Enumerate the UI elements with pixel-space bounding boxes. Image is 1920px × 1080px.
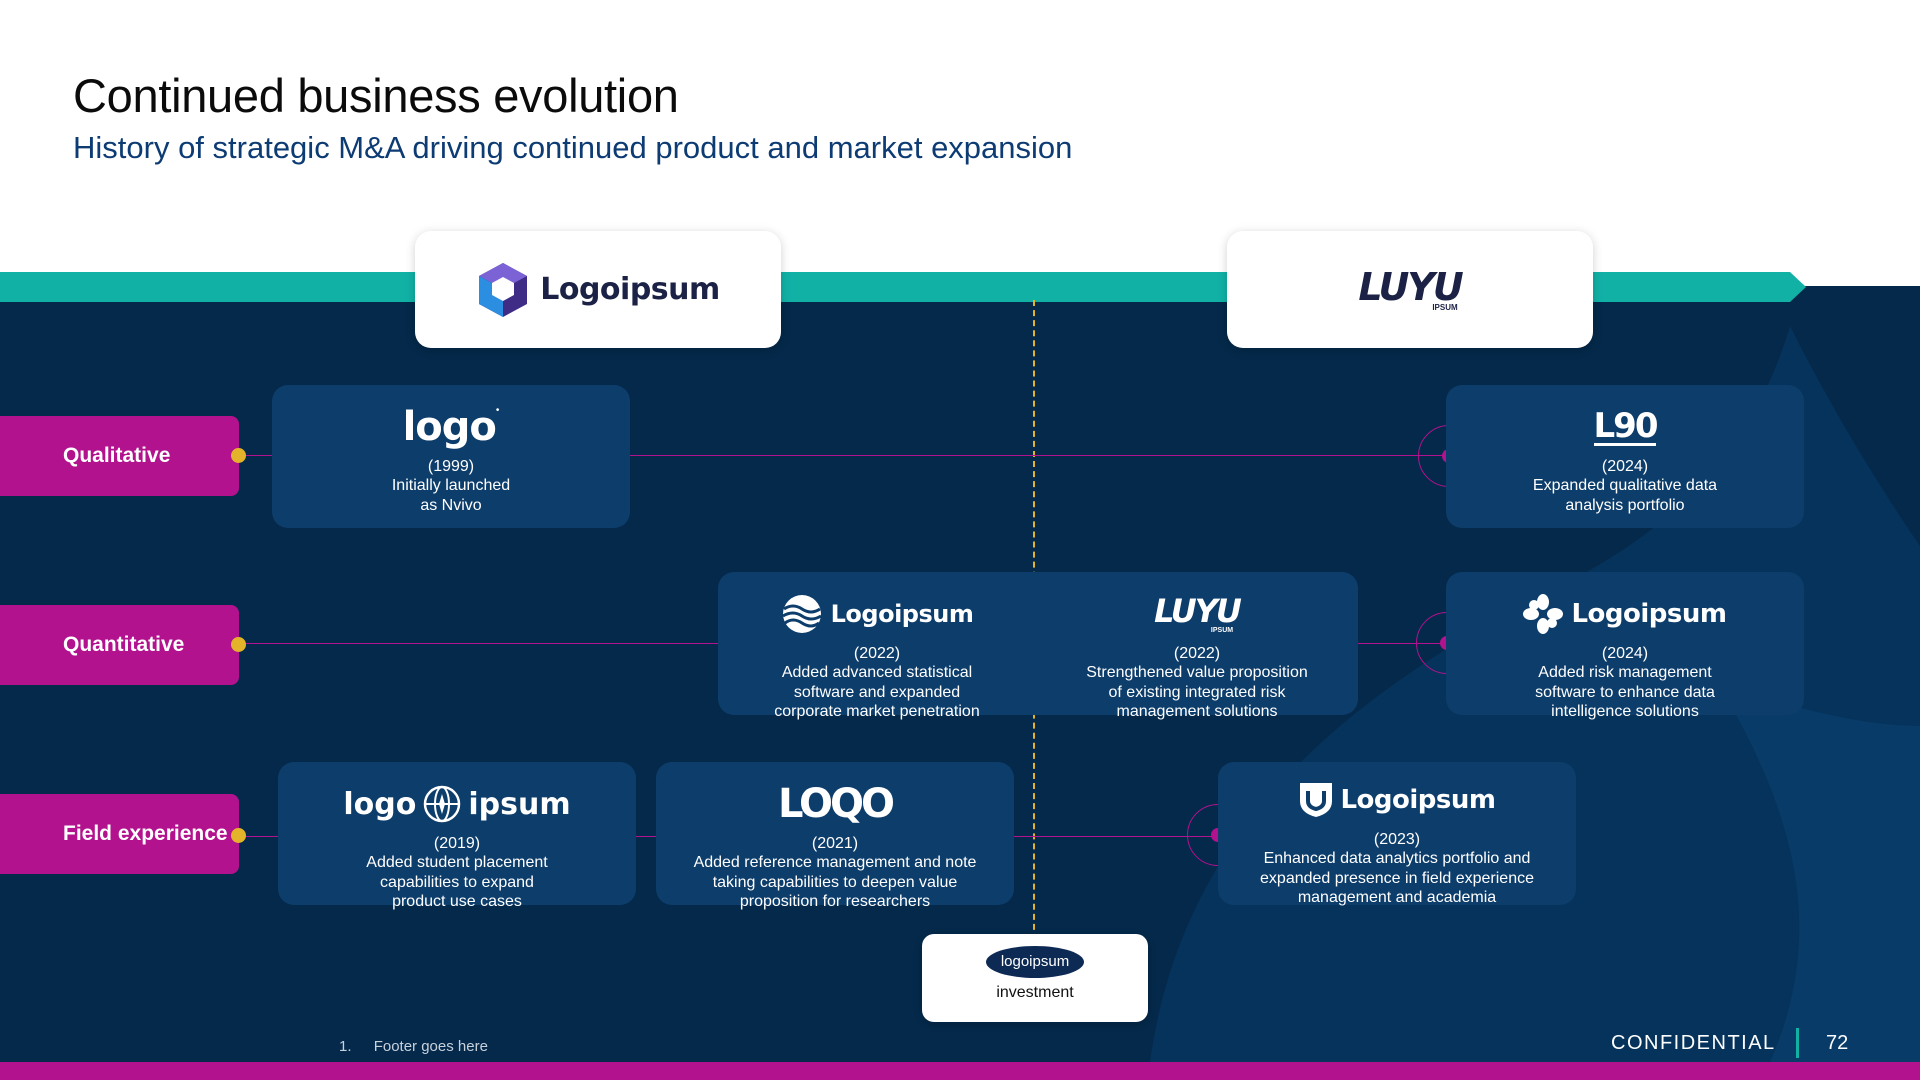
- card-description-line: Expanded qualitative data: [1532, 477, 1718, 494]
- acquisition-card-nvivo: logo • (1999) Initially launched as Nviv…: [272, 385, 630, 528]
- bottom-accent-bar: [0, 1062, 1920, 1080]
- card-description-line: software to enhance data: [1535, 683, 1715, 701]
- card-description-line: Enhanced data analytics portfolio and: [1263, 850, 1531, 867]
- logo-wordmark: Logoipsum: [830, 600, 974, 628]
- hexagon-cube-icon: [479, 262, 528, 317]
- page-subtitle: History of strategic M&A driving continu…: [73, 130, 1073, 165]
- card-description-line: product use cases: [392, 893, 522, 910]
- page-number: 72: [1826, 1032, 1849, 1054]
- card-description-line: expanded presence in field experience: [1260, 869, 1534, 887]
- acquisition-card-field-2021: LOQO (2021) Added reference management a…: [656, 762, 1014, 910]
- card-description-line: Strengthened value proposition: [1086, 664, 1308, 681]
- row-dot: [231, 448, 246, 463]
- flower-icon: [1523, 594, 1564, 634]
- card-year: (2024): [1601, 645, 1649, 662]
- footnote: 1. Footer goes here: [339, 1038, 488, 1055]
- acquisition-card-quant-2022b: LUYU IPSUM (2022) Strengthened value pro…: [1036, 572, 1358, 721]
- top-logo-box-left: Logoipsum: [415, 231, 781, 348]
- acquisition-card-qual-2024: L90 (2024) Expanded qualitative data ana…: [1446, 385, 1804, 528]
- footer-separator: [1796, 1028, 1799, 1058]
- card-logo: Logoipsum: [1218, 774, 1576, 826]
- card-description-line: management and academia: [1297, 889, 1497, 906]
- card-logo: logo •: [402, 404, 500, 450]
- row-tab-qualitative: Qualitative: [0, 416, 239, 496]
- card-year: (1999): [427, 458, 475, 475]
- card-year: (2019): [433, 835, 481, 852]
- card-description-line: corporate market penetration: [774, 703, 980, 720]
- row-label: Qualitative: [63, 444, 171, 467]
- card-description-line: Added reference management and note: [693, 854, 977, 871]
- card-description-line: taking capabilities to deepen value: [712, 873, 958, 891]
- card-description-line: as Nvivo: [420, 496, 482, 514]
- acquisition-card-group-quant-2022: [718, 572, 1358, 715]
- logo-subtext: IPSUM: [1210, 626, 1234, 634]
- footnote-number: 1.: [339, 1038, 352, 1055]
- card-logo: Logoipsum: [1446, 588, 1804, 640]
- row-label: Field experience: [63, 822, 228, 845]
- acquisition-card-quant-2022a: Logoipsum (2022) Added advanced statisti…: [718, 572, 1036, 720]
- acquisition-card-field-2019: logo ipsum (2019) Added student placemen…: [278, 762, 636, 910]
- footnote-text: Footer goes here: [373, 1038, 488, 1055]
- top-logo-right-text: LUYU: [1358, 264, 1463, 309]
- card-description-line: proposition for researchers: [739, 893, 931, 910]
- card-description-line: Added advanced statistical: [781, 664, 973, 681]
- card-logo: LOQO: [656, 778, 1014, 830]
- card-description-line: analysis portfolio: [1565, 496, 1685, 514]
- row-tab-quantitative: Quantitative: [0, 605, 239, 685]
- wave-globe-icon: [781, 595, 822, 633]
- card-logo: LUYU IPSUM: [1036, 588, 1358, 640]
- top-logo-box-right: LUYU IPSUM: [1227, 231, 1593, 348]
- card-description-line: capabilities to expand: [380, 873, 534, 891]
- top-logo-right-sub: IPSUM: [1432, 302, 1458, 312]
- card-description-line: management solutions: [1116, 703, 1278, 720]
- card-description-line: intelligence solutions: [1551, 703, 1699, 720]
- row-tab-field-experience: Field experience: [0, 794, 239, 874]
- row-dot: [231, 828, 246, 843]
- acquisition-card-field-2023: Logoipsum (2023) Enhanced data analytics…: [1218, 762, 1576, 906]
- logo-wordmark: logo: [402, 404, 497, 450]
- confidential-label: CONFIDENTIAL: [1611, 1032, 1776, 1054]
- investment-box: logoipsum investment: [922, 934, 1148, 1022]
- card-description-line: Added risk management: [1538, 664, 1712, 681]
- investment-label: investment: [996, 984, 1074, 1001]
- card-year: (2021): [811, 835, 859, 852]
- shield-icon: [1300, 783, 1333, 817]
- logo-wordmark: LUYU: [1154, 591, 1242, 630]
- page-title: Continued business evolution: [73, 69, 679, 122]
- row-line-qualitative: [238, 455, 1448, 456]
- investment-logo-pill: logoipsum: [986, 946, 1084, 978]
- card-description-line: of existing integrated risk: [1108, 683, 1286, 701]
- card-year: (2022): [1173, 645, 1221, 662]
- card-year: (2023): [1373, 831, 1421, 848]
- row-label: Quantitative: [63, 633, 185, 656]
- timeline-arrow-band: [0, 272, 1806, 302]
- logo-wordmark: Logoipsum: [1571, 599, 1727, 629]
- card-description-line: software and expanded: [793, 683, 961, 701]
- card-logo: Logoipsum: [718, 588, 1036, 640]
- acquisition-card-quant-2024: Logoipsum (2024) Added risk management s…: [1446, 572, 1804, 720]
- globe-icon: [424, 785, 461, 823]
- card-logo: L90: [1446, 401, 1804, 453]
- row-dot: [231, 637, 246, 652]
- logo-wordmark: L90: [1593, 405, 1658, 446]
- logo-wordmark: LOQO: [777, 781, 895, 827]
- card-description-line: Initially launched: [391, 477, 511, 494]
- card-description-line: Added student placement: [366, 854, 548, 871]
- card-year: (2024): [1601, 458, 1649, 475]
- logo-wordmark-left: logo: [343, 786, 417, 822]
- logo-wordmark: Logoipsum: [1340, 785, 1496, 815]
- logo-wordmark-right: ipsum: [468, 786, 571, 822]
- card-logo: logo ipsum: [278, 778, 636, 830]
- top-logo-left-text: Logoipsum: [540, 272, 720, 307]
- card-year: (2022): [853, 645, 901, 662]
